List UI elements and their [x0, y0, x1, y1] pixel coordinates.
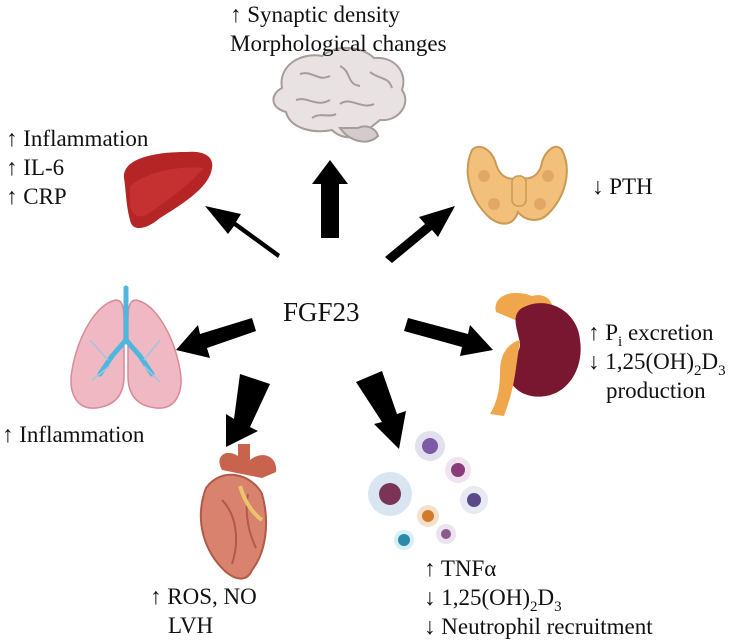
immune-cell [394, 530, 414, 550]
brain-icon [272, 47, 407, 143]
immune-cell [436, 524, 456, 544]
parathyroid-effects: ↓ PTH [592, 172, 653, 201]
immune-cell [445, 457, 471, 483]
brain-effect-line: ↑ Synaptic density [230, 2, 400, 27]
lungs-icon [70, 285, 182, 409]
immune-cell [415, 431, 445, 461]
kidney-effects: ↑ Pi excretion ↓ 1,25(OH)2D3 production [588, 318, 726, 405]
brain-effects: ↑ Synaptic density Morphological changes [230, 0, 447, 58]
heart-effect-line: ↑ ROS, NO [150, 584, 257, 609]
arrow-to-lungs [176, 318, 256, 358]
immune-cell [417, 505, 439, 527]
heart-effect-line: LVH [168, 613, 214, 638]
immune-cells-icon [368, 431, 488, 550]
parathyroid-icon [466, 145, 568, 225]
kidney-effect-line: production [606, 378, 706, 403]
immune-effects: ↑ TNFα ↓ 1,25(OH)2D3 ↓ Neutrophil recrui… [424, 554, 653, 641]
parathyroid-effect-line: ↓ PTH [592, 174, 653, 199]
arrows [176, 160, 493, 449]
kidney-effect-line: ↓ 1,25(OH)2D3 [588, 349, 726, 379]
liver-icon [123, 151, 213, 229]
center-label: FGF23 [283, 297, 360, 327]
lungs-effect-line: ↑ Inflammation [2, 422, 145, 447]
arrow-to-parathyroid [385, 206, 455, 263]
arrow-to-liver [205, 206, 280, 258]
heart-icon [199, 444, 277, 580]
heart-effects: ↑ ROS, NO LVH [150, 582, 257, 640]
immune-cell [368, 472, 412, 516]
kidney-icon [490, 292, 581, 416]
arrow-to-heart [226, 374, 270, 447]
immune-effect-line: ↓ 1,25(OH)2D3 [424, 585, 562, 615]
liver-effects: ↑ Inflammation ↑ IL-6 ↑ CRP [6, 124, 148, 211]
immune-effect-line: ↓ Neutrophil recruitment [424, 614, 653, 639]
liver-effect-line: ↑ Inflammation [6, 126, 149, 151]
arrow-to-brain [312, 160, 348, 238]
immune-effect-line: ↑ TNFα [424, 556, 497, 581]
kidney-effect-line: ↑ Pi excretion [588, 320, 714, 350]
arrow-to-immune-cells [356, 371, 406, 449]
liver-effect-line: ↑ IL-6 [6, 155, 65, 180]
liver-effect-line: ↑ CRP [6, 184, 67, 209]
lungs-effects: ↑ Inflammation [2, 420, 144, 449]
arrow-to-kidney [404, 318, 493, 356]
brain-effect-line: Morphological changes [230, 31, 447, 56]
immune-cell [460, 486, 488, 514]
